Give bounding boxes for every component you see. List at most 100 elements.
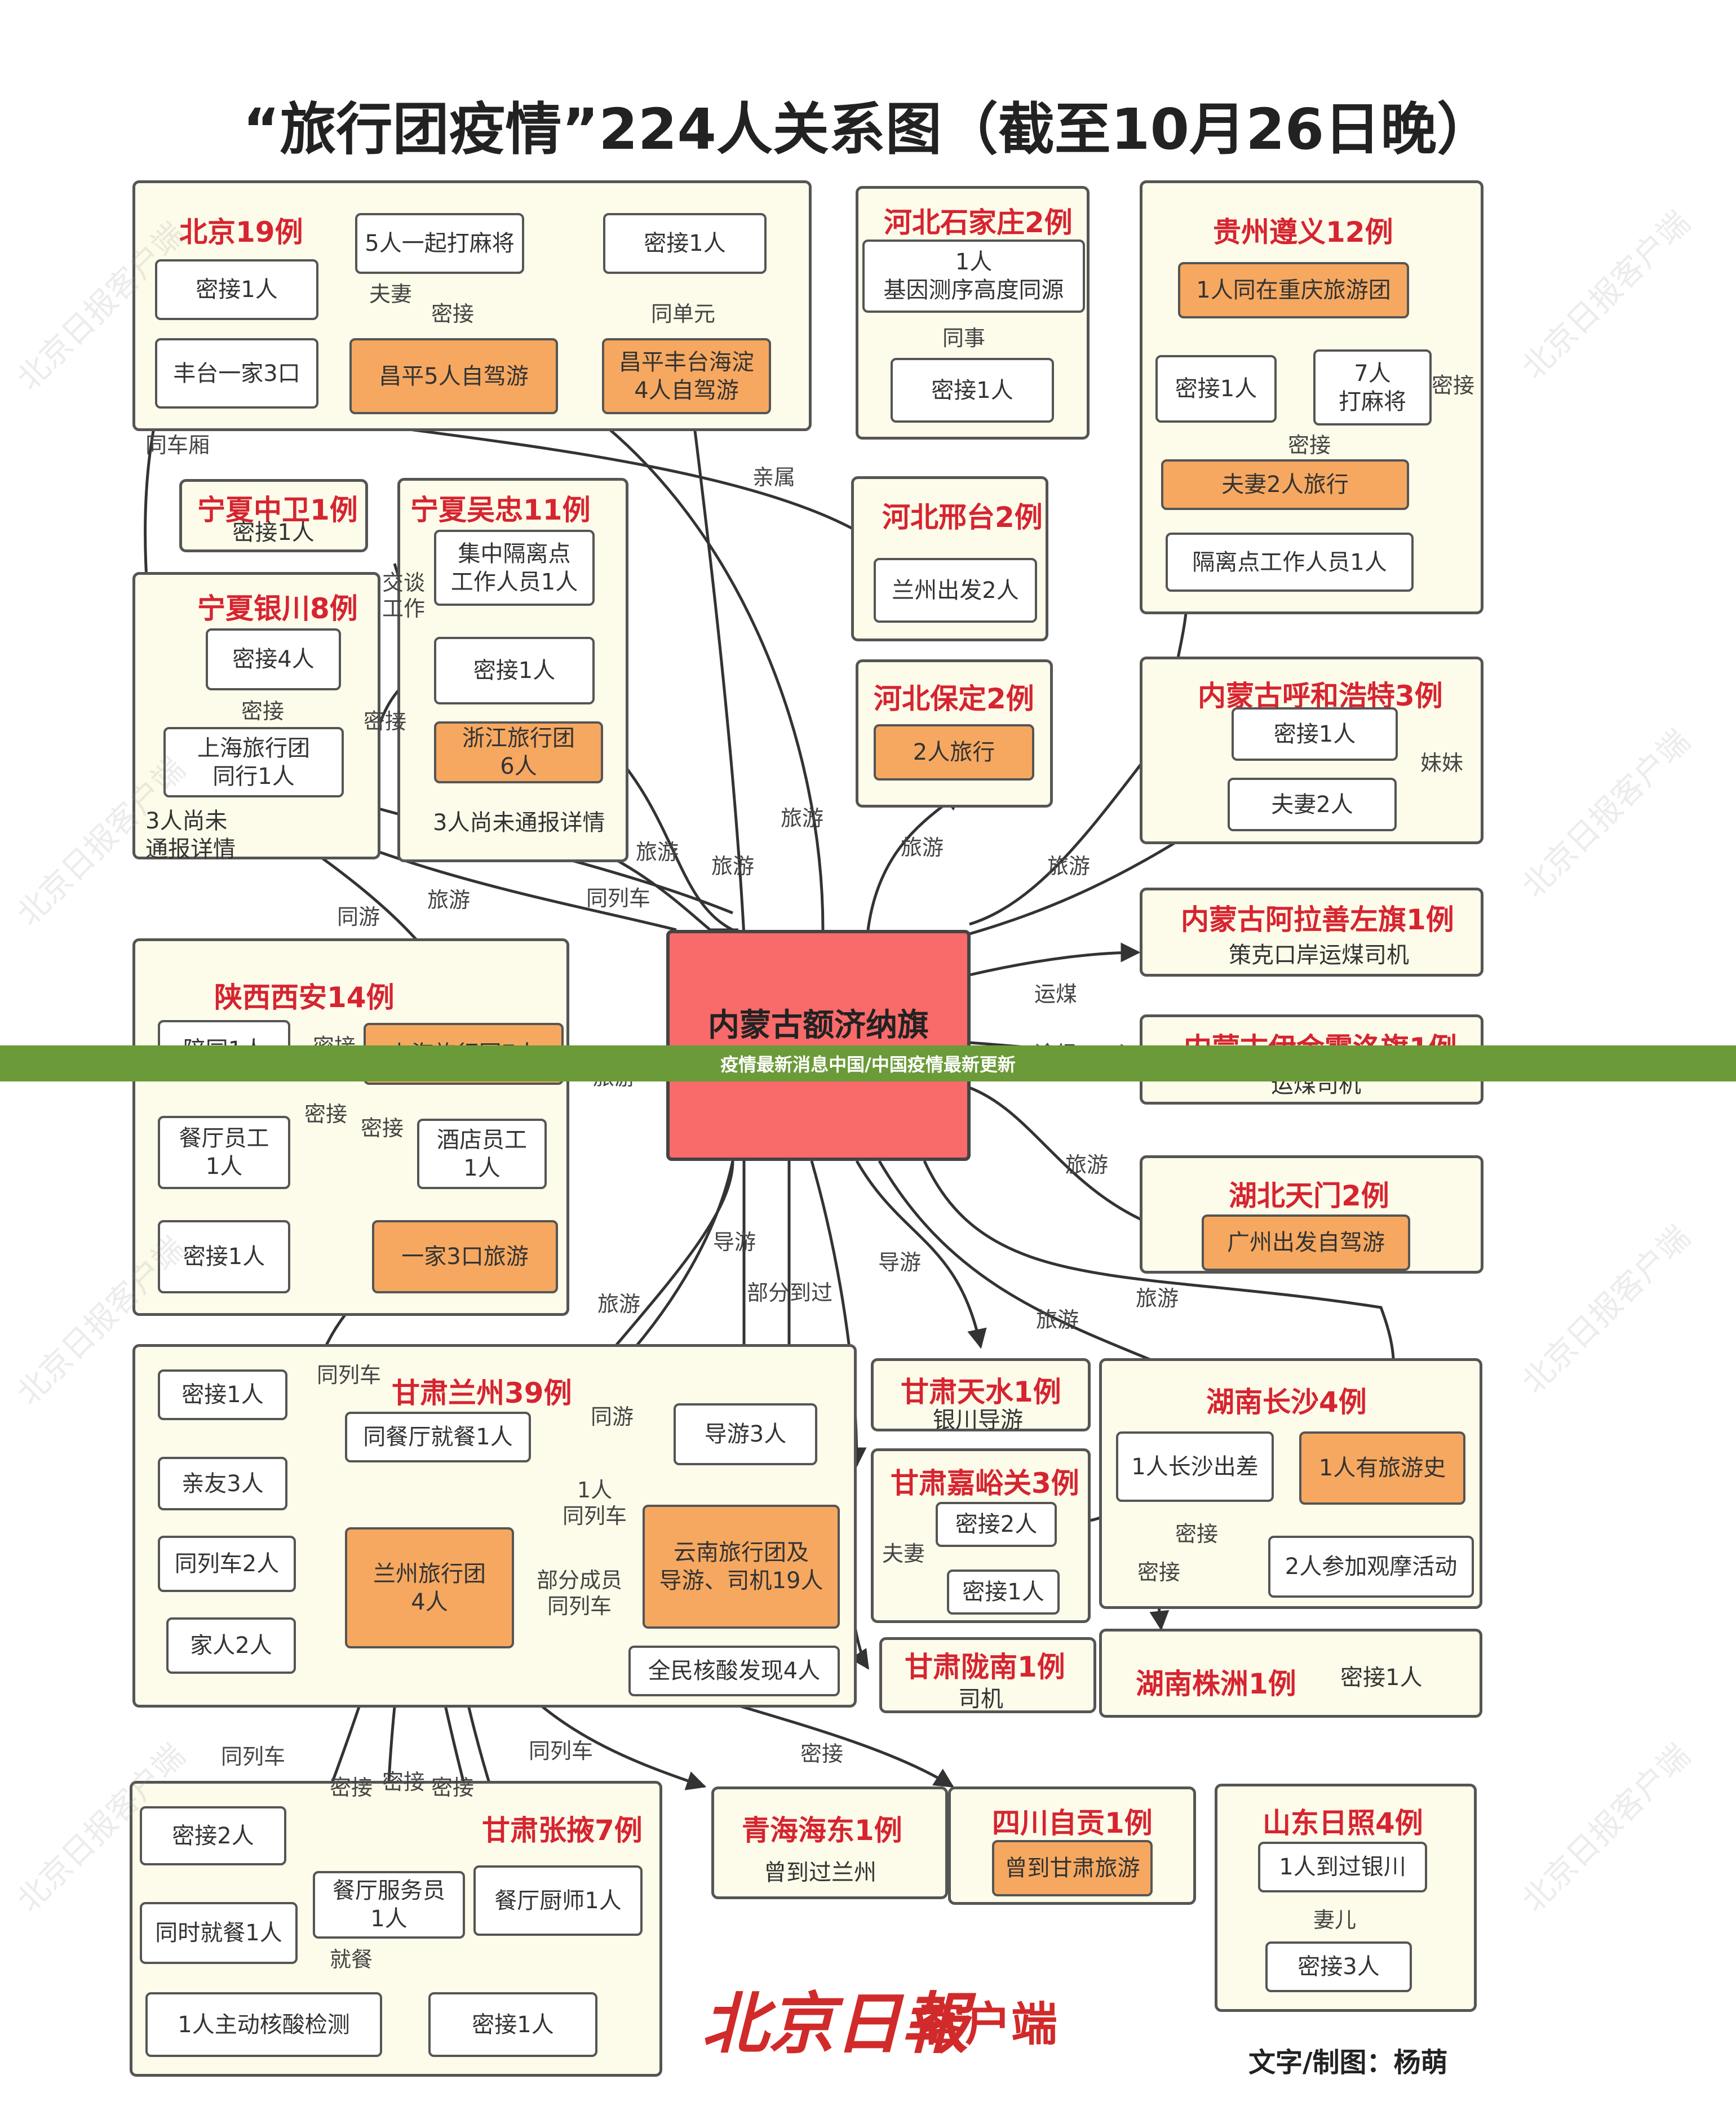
tianshui-note: 银川导游 (933, 1407, 1023, 1433)
node-zy-mijie2: 密接2人 (140, 1806, 286, 1865)
edge-label-mijie-1: 密接 (431, 302, 475, 326)
node-jyg-mijie1: 密接1人 (947, 1570, 1060, 1615)
edge-label-daoyou-1: 导游 (713, 1230, 756, 1254)
edge-label-lvyou-11: 旅游 (1136, 1286, 1179, 1311)
edge-label-tongchexiang: 同车厢 (145, 433, 210, 458)
group-title-neimenggu-alashanzuoqi: 内蒙古阿拉善左旗1例 (1181, 903, 1454, 936)
node-lz-quanmin: 全民核酸发现4人 (628, 1646, 840, 1696)
group-ningxia-zhongwei (179, 479, 368, 552)
edge-label-lvyou-10: 旅游 (1036, 1307, 1079, 1332)
node-sx-canting: 餐厅员工 1人 (158, 1116, 290, 1189)
group-title-gansu-zhangye: 甘肃张掖7例 (482, 1814, 643, 1847)
group-title-neimenggu-huhehaote: 内蒙古呼和浩特3例 (1198, 680, 1443, 712)
edge-label-mijie-sx2: 密接 (304, 1102, 348, 1127)
node-sd-yinchuan: 1人到过银川 (1258, 1842, 1427, 1892)
edge-label-qier: 妻儿 (1313, 1908, 1357, 1932)
edge-label-bufen: 部分到过 (747, 1280, 833, 1305)
alashan-note: 策克口岸运煤司机 (1229, 942, 1409, 968)
group-title-ningxia-wuzhong: 宁夏吴忠11例 (410, 494, 591, 526)
node-wz-geli: 集中隔离点 工作人员1人 (434, 530, 595, 606)
node-sjz-mijie: 密接1人 (891, 358, 1054, 423)
node-lz-tongcanting: 同餐厅就餐1人 (345, 1412, 531, 1462)
group-title-gansu-longnan: 甘肃陇南1例 (905, 1651, 1065, 1683)
edge-label-lvyou-4: 旅游 (901, 835, 944, 860)
group-hunan-zhuzhou (1099, 1629, 1482, 1718)
edge-label-tongyou-2: 同游 (591, 1404, 634, 1429)
group-gansu-tianshui (871, 1358, 1091, 1431)
group-title-gansu-jiayuguan: 甘肃嘉峪关3例 (891, 1467, 1079, 1500)
edge-label-lvyou-6: 旅游 (1047, 854, 1091, 879)
edge-label-lvyou-9: 旅游 (597, 1292, 641, 1316)
group-title-hebei-baoding: 河北保定2例 (874, 682, 1034, 715)
group-title-gansu-lanzhou: 甘肃兰州39例 (392, 1377, 572, 1409)
group-title-hunan-changsha: 湖南长沙4例 (1206, 1386, 1367, 1418)
group-title-guizhou: 贵州遵义12例 (1213, 216, 1393, 249)
edge-label-qinshu: 亲属 (752, 465, 796, 490)
edge-label-tonglieche-3: 同列车 (221, 1744, 286, 1769)
edge-label-mijie-zy1: 密接 (330, 1775, 373, 1800)
node-lz-yunnan: 云南旅行团及 导游、司机19人 (643, 1505, 840, 1629)
node-zy-fuwuyuan: 餐厅服务员 1人 (313, 1871, 465, 1939)
wuzhong-note: 3人尚未通报详情 (433, 810, 605, 836)
node-bj-changping: 昌平5人自驾游 (349, 338, 558, 414)
credit-text: 文字/制图：杨萌 (1248, 2047, 1448, 2078)
node-cs-chuchai: 1人长沙出差 (1116, 1431, 1274, 1502)
node-zy-mijie1: 密接1人 (428, 1992, 597, 2057)
node-yc-shanghai: 上海旅行团 同行1人 (163, 727, 344, 797)
node-sx-yijia: 一家3口旅游 (372, 1220, 558, 1293)
node-bj-mijie-2: 密接1人 (155, 259, 318, 320)
node-bd-lvxing: 2人旅行 (874, 724, 1034, 781)
page-title: “旅行团疫情”224人关系图（截至10月26日晚） (242, 96, 1494, 162)
group-title-hunan-zhuzhou: 湖南株洲1例 (1136, 1668, 1296, 1700)
node-lz-mijie: 密接1人 (158, 1369, 287, 1420)
node-xt-lanzhou: 兰州出发2人 (874, 558, 1037, 623)
beijing-daily-logo: 北京日報 (702, 1984, 968, 2063)
node-zy-tongshi: 同时就餐1人 (140, 1902, 298, 1964)
yinchuan-note: 3人尚未 通报详情 (145, 808, 236, 862)
edge-label-mijie-zy3: 密接 (431, 1775, 475, 1800)
edge-label-mijie-yc2: 密接 (364, 709, 407, 734)
edge-label-mijie-zy2: 密接 (382, 1770, 426, 1794)
edge-label-tonglieche-4: 同列车 (529, 1739, 594, 1763)
group-title-shandong-rizhao: 山东日照4例 (1263, 1807, 1423, 1839)
node-bj-majiang: 5人一起打麻将 (355, 213, 524, 274)
node-gz-majiang: 7人 打麻将 (1313, 349, 1432, 425)
node-yc-mijie4: 密接4人 (206, 628, 341, 690)
node-lz-jiaren: 家人2人 (166, 1617, 296, 1674)
group-title-ningxia-zhongwei: 宁夏中卫1例 (197, 494, 358, 526)
node-sx-mijie: 密接1人 (158, 1220, 290, 1293)
node-bj-mijie-1: 密接1人 (603, 213, 767, 274)
edge-label-mijie-gz: 密接 (1288, 433, 1331, 458)
edge-label-mijie-cs1: 密接 (1175, 1522, 1219, 1546)
group-gansu-longnan (879, 1637, 1096, 1713)
group-title-hebei-sjz: 河北石家庄2例 (884, 206, 1073, 239)
node-lz-daoyou: 导游3人 (674, 1403, 817, 1465)
node-wz-mijie: 密接1人 (434, 637, 595, 704)
edge-label-tongyou: 同游 (337, 905, 380, 929)
edge-label-bufency: 部分成员 同列车 (537, 1568, 623, 1619)
node-gz-gelidian: 隔离点工作人员1人 (1166, 533, 1414, 592)
edge-label-fuqi-1: 夫妻 (369, 282, 413, 307)
news-banner[interactable]: 疫情最新消息中国/中国疫情最新更新 (0, 1045, 1736, 1081)
edge-label-mijie-cs2: 密接 (1137, 1560, 1181, 1585)
edge-label-jiaotan: 交谈 工作 (382, 570, 426, 621)
edge-label-lvyou-3: 旅游 (781, 806, 824, 831)
edge-label-fuqi-2: 夫妻 (882, 1541, 925, 1566)
group-title-gansu-tianshui: 甘肃天水1例 (901, 1376, 1061, 1408)
node-gz-chongqing: 1人同在重庆旅游团 (1178, 262, 1409, 318)
edge-label-jiucan: 就餐 (330, 1947, 373, 1972)
edge-label-mijie-sc: 密接 (800, 1741, 844, 1766)
node-gz-mijie: 密接1人 (1155, 355, 1277, 423)
edge-label-meimei: 妹妹 (1420, 751, 1464, 775)
node-bj-fengtai: 丰台一家3口 (155, 338, 318, 409)
node-zy-hesuan: 1人主动核酸检测 (145, 1992, 382, 2057)
edge-label-tongshi: 同事 (942, 326, 986, 351)
logo-suffix: 客户端 (919, 1998, 1058, 2051)
node-cs-lvyoushi: 1人有旅游史 (1299, 1431, 1465, 1505)
edge-label-lvyou-7: 旅游 (1065, 1152, 1109, 1177)
node-lz-qinyou: 亲友3人 (158, 1457, 287, 1510)
edge-label-lvyou-1: 旅游 (636, 840, 679, 865)
zhuzhou-note: 密接1人 (1340, 1665, 1423, 1691)
group-title-shaanxi-xian: 陕西西安14例 (214, 981, 395, 1014)
node-zw-mijie: 密接1人 (232, 520, 315, 546)
